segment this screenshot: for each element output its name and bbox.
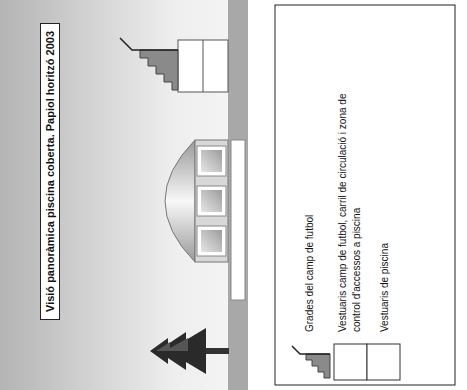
legend-text: Vestuaris de piscina	[378, 62, 392, 332]
sky	[0, 0, 230, 390]
legend-text: Vestuaris camp de futbol, carril de circ…	[336, 62, 364, 332]
covered-pool	[165, 140, 228, 262]
tree	[150, 328, 229, 374]
title: Visió panoràmica piscina coberta. Papiol…	[44, 31, 56, 312]
legend-frame	[275, 5, 455, 385]
legend-stairs-icon	[292, 346, 330, 378]
legend-box-icon	[367, 344, 400, 380]
ground	[228, 0, 248, 390]
title-box: Visió panoràmica piscina coberta. Papiol…	[40, 23, 60, 320]
football-stands	[120, 38, 228, 92]
legend-box-icon	[334, 344, 367, 380]
legend-text: Grades del camp de futbol	[303, 62, 317, 332]
foundation	[231, 140, 245, 300]
